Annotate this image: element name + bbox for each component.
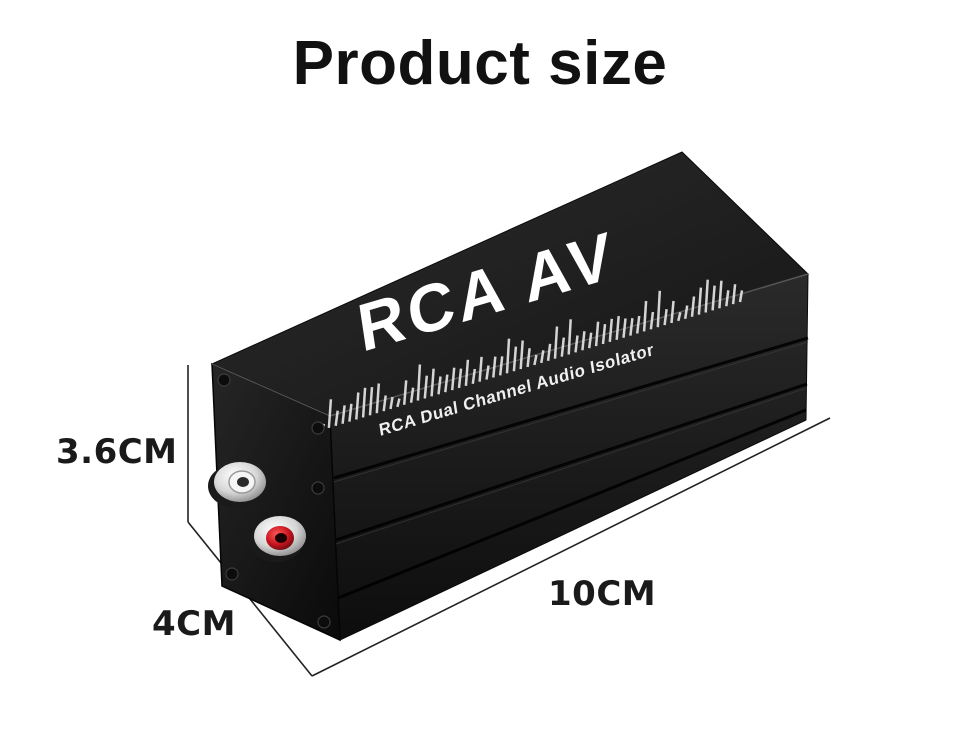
equalizer-bar (670, 300, 675, 324)
equalizer-bar (731, 284, 737, 305)
equalizer-bar (677, 312, 682, 322)
equalizer-bar (471, 368, 477, 384)
equalizer-bar (341, 405, 346, 424)
equalizer-bar (368, 387, 374, 416)
equalizer-bar (430, 368, 435, 397)
equalizer-bar (663, 309, 668, 326)
equalizer-bar (622, 318, 627, 338)
equalizer-bar (738, 290, 744, 303)
equalizer-bar (464, 359, 470, 386)
equalizer-bar (615, 315, 620, 340)
equalizer-bar (601, 323, 607, 345)
equalizer-bar (375, 383, 381, 414)
equalizer-bar (498, 356, 504, 376)
equalizer-bar (594, 321, 600, 347)
equalizer-bar (629, 318, 634, 336)
equalizer-bar (492, 356, 497, 378)
equalizer-bar (690, 296, 696, 317)
equalizer-bar (355, 392, 360, 420)
equalizer-bar (416, 364, 422, 401)
equalizer-bar (540, 350, 545, 364)
equalizer-bar (361, 387, 367, 418)
equalizer-bar (457, 368, 463, 389)
equalizer-bar (704, 279, 709, 313)
equalizer-bar (485, 365, 490, 380)
length-dimension-line (311, 417, 831, 677)
equalizer-bar (519, 340, 524, 370)
front-screws (217, 373, 331, 629)
equalizer-bar (642, 300, 648, 332)
equalizer-bar (334, 410, 339, 426)
equalizer-bar (635, 315, 641, 334)
equalizer-bar (382, 395, 387, 412)
equalizer-bar (587, 332, 593, 349)
equalizer-bar (478, 356, 483, 382)
equalizer-bar (409, 387, 415, 403)
equalizer-bar (526, 348, 531, 368)
equalizer-bar (649, 311, 655, 330)
equalizer-bar (574, 335, 579, 353)
equalizer-graphic (320, 279, 744, 431)
rca-jack-red (248, 516, 306, 562)
equalizer-bar (567, 319, 572, 355)
equalizer-bar (718, 280, 723, 309)
equalizer-bar (396, 398, 401, 408)
length-dimension-label: 10CM (548, 574, 657, 614)
equalizer-bar (683, 305, 689, 319)
equalizer-bar (423, 375, 429, 399)
depth-dimension-label: 4CM (152, 604, 236, 644)
height-dimension-label: 3.6CM (56, 432, 178, 472)
equalizer-bar (546, 343, 552, 361)
equalizer-bar (725, 290, 730, 307)
equalizer-bar (437, 376, 442, 395)
equalizer-bar (581, 331, 586, 351)
equalizer-bar (327, 399, 333, 428)
equalizer-bar (533, 354, 538, 366)
equalizer-bar (560, 337, 566, 357)
equalizer-bar (389, 396, 394, 410)
page-title: Product size (292, 29, 668, 98)
equalizer-bar (553, 326, 559, 359)
equalizer-bar (697, 287, 703, 315)
equalizer-bar (402, 380, 408, 405)
rca-jack-white (208, 462, 266, 508)
equalizer-bar (656, 290, 662, 328)
equalizer-bar (450, 367, 456, 391)
side-grooves (333, 336, 809, 600)
equalizer-bar (512, 346, 518, 372)
equalizer-bar (608, 318, 614, 343)
equalizer-bar (444, 374, 449, 393)
equalizer-bar (348, 403, 353, 422)
equalizer-bar (505, 338, 511, 374)
equalizer-bar (711, 285, 716, 311)
